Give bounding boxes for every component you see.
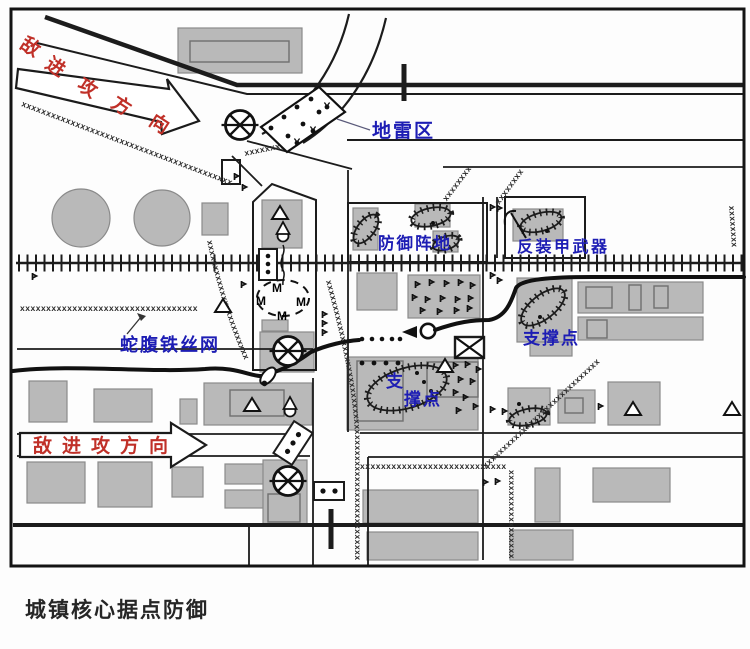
- mortar-symbol: M: [256, 294, 266, 308]
- pentagon-block: [252, 182, 317, 371]
- obstacle-symbols: M M M M: [214, 109, 741, 501]
- concertina-wire: xxxxxxxx: [727, 205, 740, 247]
- fortified-positions: [350, 203, 569, 430]
- strongpoint-2-label: 支撑点: [523, 328, 580, 348]
- concertina-wire: xxxxxxxxxxxxxxxxxxxxxxxxxxxx: [360, 461, 507, 471]
- enemy-attack-label: 敌进攻方向: [33, 434, 178, 457]
- concertina-wire: xxxxxxxxxxxxxxxxxxxxxxxxxxxxxxxxxx: [20, 303, 198, 313]
- minefield-pointer-line: [336, 118, 371, 131]
- checkpoint: [272, 419, 314, 467]
- road-end-bar: [328, 64, 407, 549]
- roads: [13, 13, 744, 565]
- map-frame: [9, 7, 746, 568]
- anti-armor-label: 反装甲武器: [517, 237, 610, 256]
- anti-tank-gun-icon: [503, 209, 527, 239]
- mortar-symbol: M: [277, 309, 287, 323]
- counterattack-arrowhead: [402, 326, 417, 338]
- concertina-wire: xxxxxxxxxxxxxxxxx: [507, 470, 517, 559]
- troop-symbols: [31, 172, 604, 487]
- wire-pointer-arrow: [126, 316, 142, 335]
- counterattack-circle: [419, 322, 437, 340]
- strongpoint-1-label-part2: 撑点: [404, 389, 442, 409]
- defense-position-label: 防御阵地: [378, 233, 452, 253]
- minefield-area: [259, 85, 347, 154]
- caption: 城镇核心据点防御: [25, 599, 209, 622]
- strongpoint-box-x: [454, 336, 485, 359]
- strongpoint-2-block: [516, 277, 573, 343]
- mortar-symbol: M: [272, 281, 282, 295]
- strongpoint-1-label-part1: 支: [386, 371, 404, 391]
- mortar-symbol: M: [296, 295, 306, 309]
- enemy-attack-arrow-2: 敌进攻方向: [18, 421, 209, 469]
- outpost-funnel: [259, 366, 277, 387]
- minefield-label: 地雷区: [372, 119, 435, 142]
- storage-tank: [51, 188, 111, 248]
- annotations: 地雷区 防御阵地 反装甲武器 蛇腹铁丝网 支 撑点 支撑点: [120, 118, 610, 409]
- wire-pointer-arrowhead: [137, 313, 146, 321]
- checkpoint: [313, 481, 345, 501]
- mortar-position: M M M M: [256, 244, 310, 323]
- storage-tank: [133, 189, 191, 247]
- front-line: [11, 275, 746, 387]
- concertina-wire-label: 蛇腹铁丝网: [120, 334, 220, 355]
